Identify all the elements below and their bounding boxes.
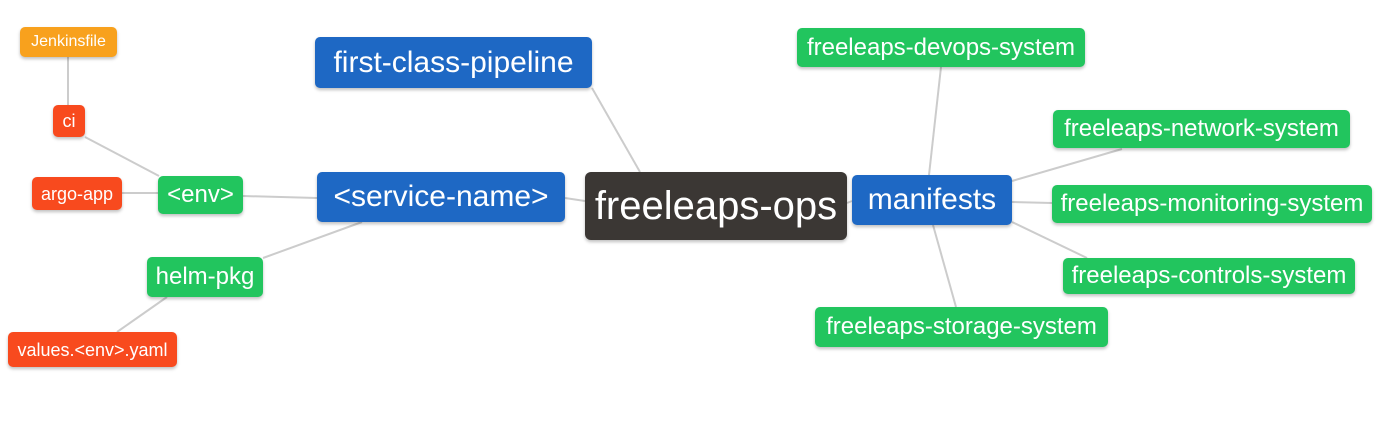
node-freeleaps-ops[interactable]: freeleaps-ops [585,172,847,240]
node-argo-app[interactable]: argo-app [32,177,122,210]
node-values-env-yaml[interactable]: values.<env>.yaml [8,332,177,367]
node-jenkinsfile[interactable]: Jenkinsfile [20,27,117,57]
node-helm-pkg[interactable]: helm-pkg [147,257,263,297]
edge-manifests-controls [1011,221,1088,259]
node-service-name[interactable]: <service-name> [317,172,565,222]
edge-values-helm-pkg [116,296,168,333]
node-freeleaps-storage-system[interactable]: freeleaps-storage-system [815,307,1108,347]
edge-manifests-storage [932,224,957,308]
node-freeleaps-monitoring-system[interactable]: freeleaps-monitoring-system [1052,185,1372,223]
edge-service-name-root [564,197,586,202]
node-ci[interactable]: ci [53,105,85,137]
node-freeleaps-network-system[interactable]: freeleaps-network-system [1053,110,1350,148]
edge-pipeline-root [591,87,641,173]
node-freeleaps-controls-system[interactable]: freeleaps-controls-system [1063,258,1355,294]
edge-helm-pkg-service-name [262,221,363,259]
edge-ci-env [84,136,160,177]
edge-manifests-devops [928,66,942,176]
node-freeleaps-devops-system[interactable]: freeleaps-devops-system [797,28,1085,67]
edge-env-service-name [242,195,318,199]
node-manifests[interactable]: manifests [852,175,1012,225]
edge-root-manifests [846,200,853,204]
node-first-class-pipeline[interactable]: first-class-pipeline [315,37,592,88]
edge-manifests-monitoring [1011,201,1053,204]
edge-manifests-network [1011,148,1123,182]
node-env[interactable]: <env> [158,176,243,214]
